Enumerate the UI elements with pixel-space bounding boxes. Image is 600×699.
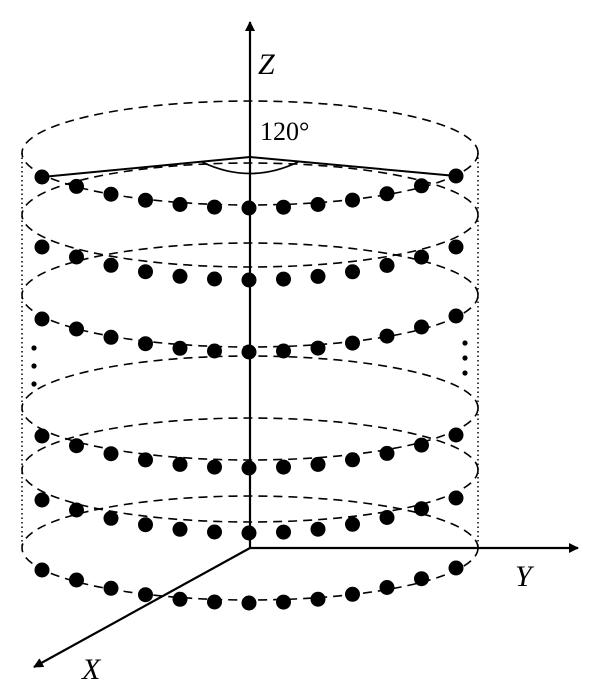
angle-line-left [41, 156, 251, 178]
helix-dot [379, 445, 395, 461]
x-axis-label: X [81, 653, 102, 686]
helix-dot [241, 272, 257, 288]
y-axis-label: Y [515, 560, 535, 593]
helix-dot [172, 591, 188, 607]
helix-dot [69, 502, 84, 518]
helix-dot [207, 459, 222, 475]
helix-dot [448, 427, 464, 443]
z-axis-label: Z [258, 48, 275, 81]
helix-dot [103, 257, 119, 273]
helix-dot [276, 524, 291, 540]
helix-dot [345, 335, 360, 351]
helix-dot [241, 525, 257, 541]
helix-dot [414, 178, 429, 194]
helix-dot [138, 336, 153, 352]
helix-dot [276, 343, 291, 359]
helix-dot [310, 521, 326, 537]
helix-dot [207, 199, 222, 215]
helix-dot [34, 562, 50, 578]
helix-dot [276, 199, 291, 215]
helix-dot [138, 192, 153, 208]
helix-dot [276, 594, 291, 610]
helix-dot [69, 321, 84, 337]
helix-dot [138, 452, 153, 468]
helix-dot [310, 197, 326, 212]
helix-dot [448, 308, 464, 324]
helix-dot [414, 571, 429, 587]
helix-dot [276, 459, 291, 475]
helix-dot [414, 319, 429, 335]
helix-dot [172, 268, 188, 284]
helix-dot [34, 428, 50, 444]
helix-dot [138, 517, 153, 533]
helix-dot [379, 580, 395, 595]
helix-dot [345, 192, 360, 208]
helix-dot [276, 271, 291, 287]
helix-dots [34, 168, 464, 611]
helix-dot [241, 200, 257, 216]
helix-dot [69, 178, 84, 194]
helix-dot [379, 328, 395, 344]
helix-dot [207, 343, 222, 359]
helix-dot [345, 586, 360, 602]
helix-dot [172, 456, 188, 472]
helix-dot [241, 460, 257, 476]
angle-label: 120° [260, 117, 309, 146]
helix-dot [207, 524, 222, 540]
helix-dot [448, 168, 464, 184]
helix-dot [172, 340, 188, 356]
continuation-dots-left [31, 345, 37, 387]
helix-dot [379, 186, 395, 202]
helix-dot [103, 580, 119, 596]
helix-dot [414, 437, 429, 453]
helix-dot [138, 264, 153, 280]
helix-dot [241, 595, 257, 611]
helix-dot [345, 516, 360, 532]
helix-dot [69, 438, 84, 454]
helix-dot [69, 249, 84, 265]
helix-dot [345, 264, 360, 280]
helix-dot [34, 311, 50, 327]
helix-dot [103, 186, 119, 202]
angle-arc [201, 161, 299, 175]
helix-dot [310, 268, 326, 284]
helix-dot [448, 239, 464, 255]
helix-dot [69, 572, 84, 588]
helix-dot [34, 239, 50, 255]
helix-dot [103, 329, 119, 345]
angle-line-right [249, 156, 457, 177]
helix-dot [207, 271, 222, 287]
continuation-dots-right [462, 340, 468, 376]
helix-dot [310, 591, 326, 607]
helix-dot [34, 492, 50, 508]
helix-dot [172, 197, 188, 212]
helix-dot [414, 501, 429, 517]
helix-dot [172, 521, 188, 537]
helix-dot [207, 594, 222, 610]
helix-dot [448, 560, 464, 576]
helix-dot [34, 169, 50, 185]
helix-dot [103, 510, 119, 526]
helix-dot [241, 344, 257, 360]
helix-dot [379, 257, 395, 273]
helix-dot [310, 340, 326, 356]
helix-dot [138, 587, 153, 603]
helix-dot [103, 446, 119, 462]
x-axis [33, 547, 251, 668]
helix-dot [448, 490, 464, 506]
helix-dot [414, 249, 429, 265]
helix-dot [310, 456, 326, 472]
helix-dot [379, 510, 395, 525]
helix-dot [345, 452, 360, 468]
